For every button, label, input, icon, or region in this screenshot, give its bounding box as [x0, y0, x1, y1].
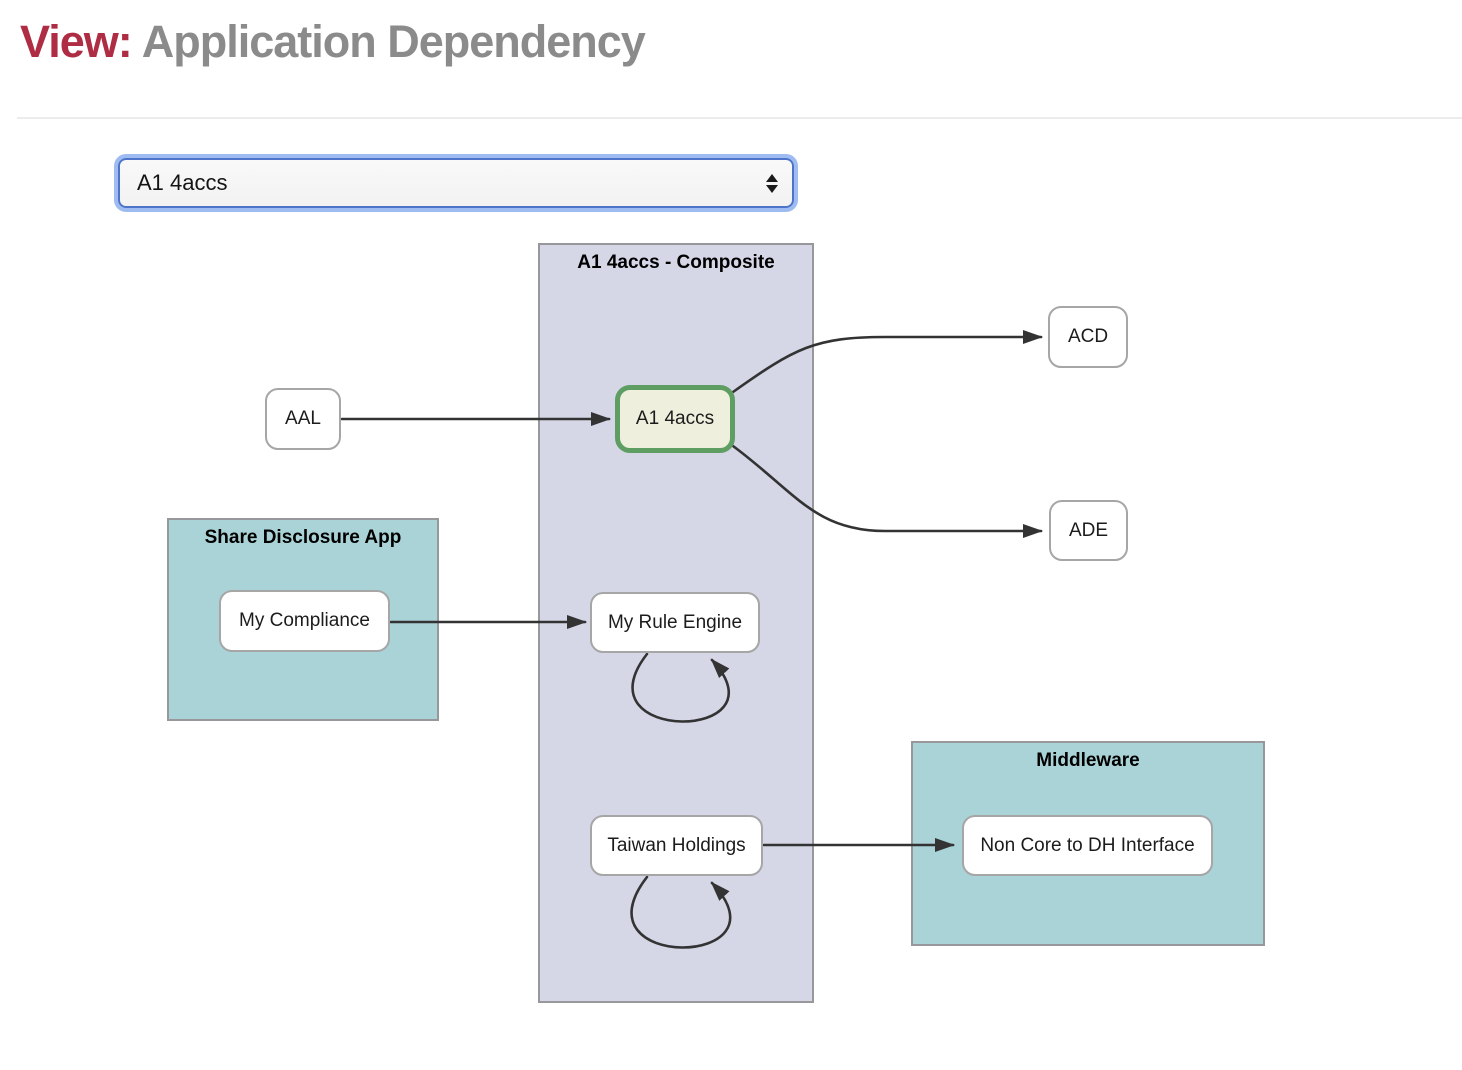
node-aal: AAL	[265, 388, 341, 450]
node-taiwan-holdings: Taiwan Holdings	[590, 815, 763, 876]
node-ade: ADE	[1049, 500, 1128, 561]
container-middleware-title: Middleware	[913, 743, 1263, 772]
container-composite-title: A1 4accs - Composite	[540, 245, 812, 274]
node-acd: ACD	[1048, 306, 1128, 368]
container-share-disclosure-app-title: Share Disclosure App	[169, 520, 437, 549]
node-a1-4accs: A1 4accs	[615, 385, 735, 453]
node-non-core-to-dh-interface: Non Core to DH Interface	[962, 815, 1213, 876]
node-my-rule-engine: My Rule Engine	[590, 592, 760, 653]
node-my-compliance: My Compliance	[219, 590, 390, 652]
